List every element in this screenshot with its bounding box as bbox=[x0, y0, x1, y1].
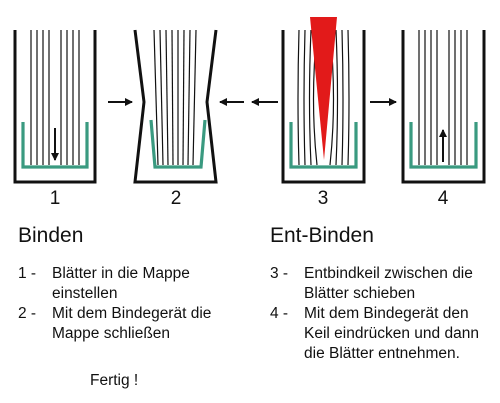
figure-1: 1 bbox=[13, 30, 97, 209]
wedge-icon bbox=[310, 17, 337, 160]
entbinden-heading: Ent-Binden bbox=[270, 224, 374, 247]
binder-frame bbox=[401, 30, 486, 184]
binder-frame bbox=[13, 30, 97, 184]
folder-channel bbox=[149, 119, 207, 169]
step-text: Mit dem Bindegerät den Keil eindrücken u… bbox=[304, 305, 479, 362]
step-number: 1 - bbox=[18, 265, 37, 282]
step-item: 4 - Mit dem Bindegerät den Keil eindrück… bbox=[270, 304, 492, 364]
figure-2: 2 bbox=[133, 29, 218, 209]
step-number: 3 - bbox=[270, 265, 289, 282]
sheet-lines bbox=[30, 30, 80, 165]
binder-frame bbox=[281, 30, 366, 184]
figure-number: 4 bbox=[438, 188, 449, 209]
step-item: 2 - Mit dem Bindegerät die Mappe schließ… bbox=[18, 304, 248, 344]
binding-diagram: 1 2 3 bbox=[13, 17, 486, 209]
step-number: 4 - bbox=[270, 305, 289, 322]
step-text: Mit dem Bindegerät die Mappe schließen bbox=[52, 305, 212, 342]
figure-4: 4 bbox=[401, 30, 486, 209]
folder-channel bbox=[409, 122, 478, 169]
sheet-lines bbox=[418, 30, 468, 165]
figure-number: 3 bbox=[318, 188, 329, 209]
folder-channel bbox=[289, 122, 358, 169]
figure-3: 3 bbox=[281, 17, 366, 209]
figure-number: 2 bbox=[171, 188, 182, 209]
step-text: Entbindkeil zwischen die Blätter schiebe… bbox=[304, 265, 473, 302]
figure-number: 1 bbox=[50, 188, 61, 209]
folder-channel bbox=[21, 122, 89, 169]
step-item: 1 - Blätter in die Mappe einstellen bbox=[18, 264, 248, 304]
step-number: 2 - bbox=[18, 305, 37, 322]
binden-heading: Binden bbox=[18, 224, 84, 247]
sheet-lines bbox=[153, 29, 197, 166]
entbinden-steps: 3 - Entbindkeil zwischen die Blätter sch… bbox=[270, 264, 492, 364]
binder-frame bbox=[133, 29, 218, 184]
step-text: Blätter in die Mappe einstellen bbox=[52, 265, 190, 302]
step-item: 3 - Entbindkeil zwischen die Blätter sch… bbox=[270, 264, 492, 304]
done-text: Fertig ! bbox=[90, 372, 139, 389]
binden-steps: 1 - Blätter in die Mappe einstellen 2 - … bbox=[18, 264, 248, 344]
